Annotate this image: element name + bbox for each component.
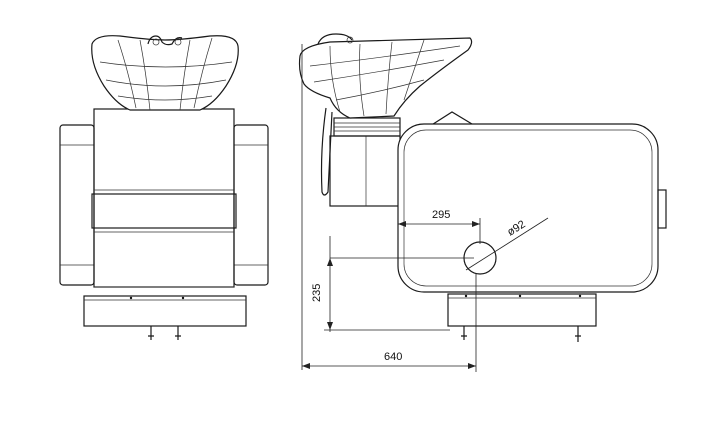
side-bowl [298,37,473,119]
front-view [59,35,269,340]
front-armrest-left [59,124,95,286]
front-bowl [91,35,239,111]
front-base [83,295,247,327]
side-hose [320,107,333,196]
side-column [329,135,401,207]
front-seat-cushion [91,193,237,229]
side-leg-left [461,326,467,340]
side-base [447,293,597,327]
dim-label-235: 235 [311,284,323,302]
side-chair-body [397,123,659,293]
side-knob [657,189,667,229]
side-leg-right [575,326,581,342]
side-backrest [429,111,473,127]
front-armrest-right [233,124,269,286]
front-faucet [147,35,183,46]
dim-label-640: 640 [384,351,402,363]
dim-label-295: 295 [432,209,450,221]
front-leg-left [148,326,154,340]
front-seat-body [93,108,235,288]
side-view [298,33,667,342]
dimension-lines [301,44,481,372]
front-leg-right [175,326,181,340]
